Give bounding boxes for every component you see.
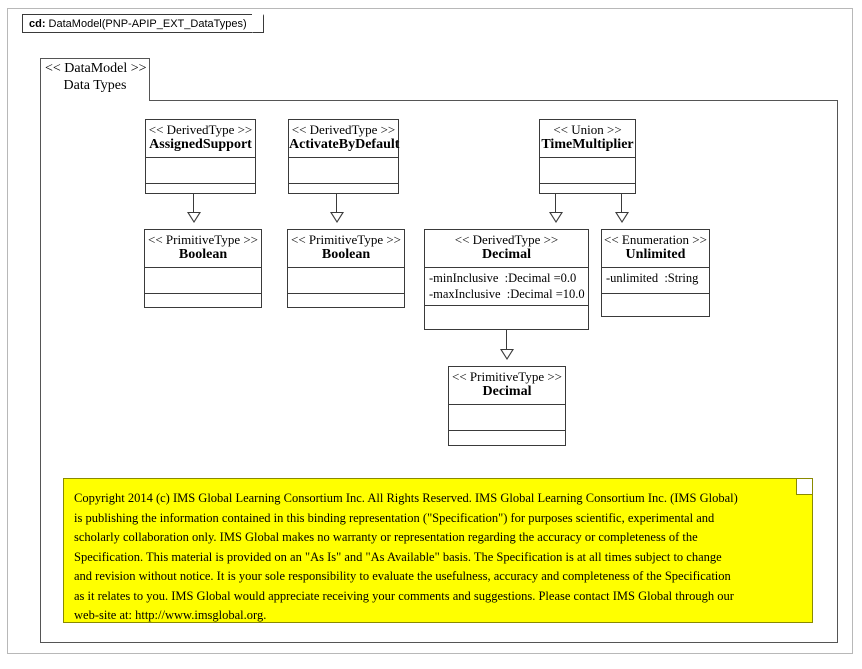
class-stereotype: << Union >> bbox=[553, 122, 622, 137]
connector-activatebydefault-boolean bbox=[336, 193, 337, 220]
class-attributes: -minInclusive :Decimal =0.0 -maxInclusiv… bbox=[425, 268, 588, 306]
class-header: << PrimitiveType >> Boolean bbox=[145, 230, 261, 268]
class-box-assignedsupport[interactable]: << DerivedType >> AssignedSupport bbox=[145, 119, 256, 194]
class-name: Unlimited bbox=[625, 247, 686, 262]
class-box-boolean-1[interactable]: << PrimitiveType >> Boolean bbox=[144, 229, 262, 308]
class-attribute-row: -maxInclusive :Decimal =10.0 bbox=[429, 287, 585, 301]
package-stereotype: << DataModel >> bbox=[45, 61, 147, 76]
note-line: web-site at: http://www.imsglobal.org. bbox=[74, 608, 267, 622]
class-operations bbox=[540, 184, 635, 204]
class-name: Decimal bbox=[482, 247, 531, 262]
note-fold-corner-icon bbox=[796, 479, 812, 495]
class-name: ActivateByDefault bbox=[289, 137, 400, 152]
class-operations bbox=[146, 184, 255, 204]
generalization-arrow-decimal-primitive bbox=[500, 349, 514, 360]
package-name: Data Types bbox=[63, 78, 127, 93]
generalization-arrow-boolean1 bbox=[187, 212, 201, 223]
class-name: Boolean bbox=[321, 247, 371, 262]
class-header: << Enumeration >> Unlimited bbox=[602, 230, 709, 268]
class-operations bbox=[289, 184, 398, 204]
class-stereotype: << DerivedType >> bbox=[291, 122, 396, 137]
class-operations bbox=[602, 294, 709, 314]
class-name: Boolean bbox=[178, 247, 228, 262]
class-stereotype: << PrimitiveType >> bbox=[451, 369, 563, 384]
diagram-frame: cd: DataModel(PNP-APIP_EXT_DataTypes) <<… bbox=[7, 8, 853, 654]
generalization-arrow-unlimited bbox=[615, 212, 629, 223]
note-line: Copyright 2014 (c) IMS Global Learning C… bbox=[74, 491, 738, 505]
class-attribute-row: -minInclusive :Decimal =0.0 bbox=[429, 271, 577, 285]
class-operations bbox=[425, 306, 588, 326]
class-header: << DerivedType >> Decimal bbox=[425, 230, 588, 268]
class-attributes bbox=[145, 268, 261, 294]
copyright-note: Copyright 2014 (c) IMS Global Learning C… bbox=[63, 478, 813, 623]
class-header: << PrimitiveType >> Boolean bbox=[288, 230, 404, 268]
class-operations bbox=[288, 294, 404, 314]
class-stereotype: << DerivedType >> bbox=[148, 122, 253, 137]
diagram-kind-label: cd: bbox=[29, 18, 46, 30]
class-attributes bbox=[288, 268, 404, 294]
connector-decimal-decimalprimitive bbox=[506, 329, 507, 357]
package-tab[interactable]: << DataModel >> Data Types bbox=[40, 58, 150, 101]
class-attributes bbox=[449, 405, 565, 431]
class-attributes bbox=[146, 158, 255, 184]
connector-timemultiplier-decimal bbox=[555, 193, 556, 220]
class-attributes: -unlimited :String bbox=[602, 268, 709, 294]
generalization-arrow-boolean2 bbox=[330, 212, 344, 223]
class-name: TimeMultiplier bbox=[541, 137, 634, 152]
class-attributes bbox=[540, 158, 635, 184]
note-line: scholarly collaboration only. IMS Global… bbox=[74, 530, 698, 544]
class-box-decimal-primitive[interactable]: << PrimitiveType >> Decimal bbox=[448, 366, 566, 446]
note-line: is publishing the information contained … bbox=[74, 510, 715, 525]
class-stereotype: << PrimitiveType >> bbox=[290, 232, 402, 247]
class-stereotype: << Enumeration >> bbox=[604, 232, 707, 247]
diagram-frame-title: cd: DataModel(PNP-APIP_EXT_DataTypes) bbox=[22, 14, 264, 33]
class-name: AssignedSupport bbox=[149, 137, 252, 152]
class-stereotype: << PrimitiveType >> bbox=[147, 232, 259, 247]
class-attributes bbox=[289, 158, 398, 184]
class-operations bbox=[449, 431, 565, 451]
diagram-title-label: DataModel(PNP-APIP_EXT_DataTypes) bbox=[45, 18, 247, 30]
class-header: << Union >> TimeMultiplier bbox=[540, 120, 635, 158]
class-box-unlimited[interactable]: << Enumeration >> Unlimited -unlimited :… bbox=[601, 229, 710, 317]
class-box-timemultiplier[interactable]: << Union >> TimeMultiplier bbox=[539, 119, 636, 194]
class-stereotype: << DerivedType >> bbox=[454, 232, 559, 247]
class-operations bbox=[145, 294, 261, 314]
connector-assignedsupport-boolean bbox=[193, 193, 194, 220]
class-box-decimal-derived[interactable]: << DerivedType >> Decimal -minInclusive … bbox=[424, 229, 589, 330]
class-header: << PrimitiveType >> Decimal bbox=[449, 367, 565, 405]
class-header: << DerivedType >> ActivateByDefault bbox=[289, 120, 400, 158]
class-name: Decimal bbox=[482, 384, 532, 399]
note-line: and revision without notice. It is your … bbox=[74, 569, 731, 583]
note-line: as it relates to you. IMS Global would a… bbox=[74, 588, 734, 603]
generalization-arrow-decimal-derived bbox=[549, 212, 563, 223]
class-box-activatebydefault[interactable]: << DerivedType >> ActivateByDefault bbox=[288, 119, 399, 194]
note-line: Specification. This material is provided… bbox=[74, 549, 722, 564]
class-box-boolean-2[interactable]: << PrimitiveType >> Boolean bbox=[287, 229, 405, 308]
connector-timemultiplier-unlimited bbox=[621, 193, 622, 220]
class-header: << DerivedType >> AssignedSupport bbox=[146, 120, 255, 158]
class-attribute-row: -unlimited :String bbox=[606, 271, 699, 285]
